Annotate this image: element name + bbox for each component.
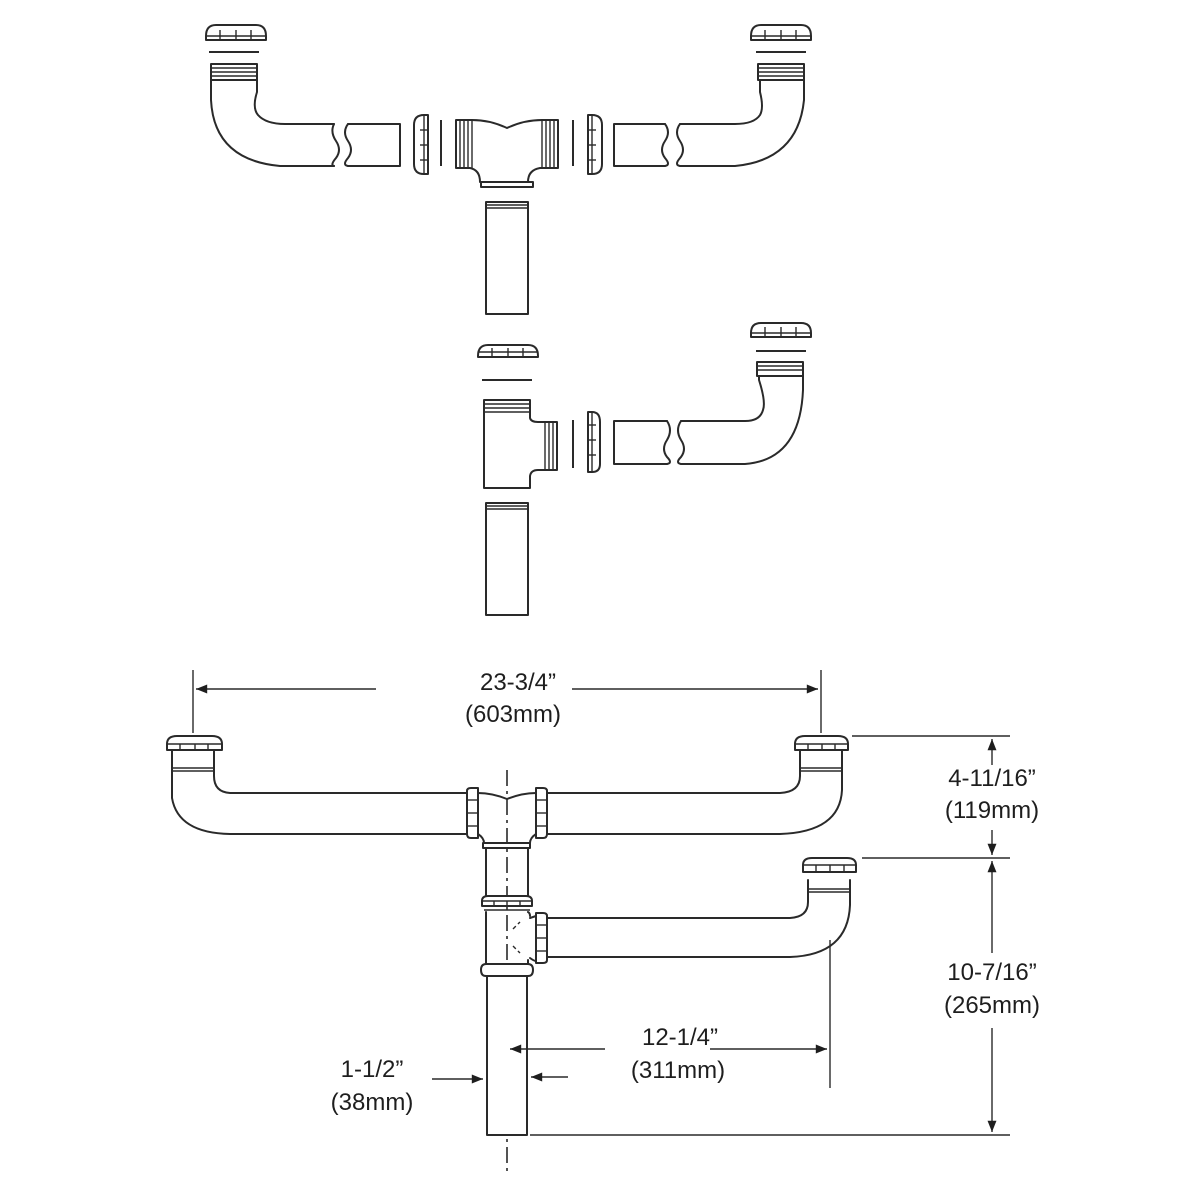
dim-upper-drop-metric: (119mm) xyxy=(945,797,1039,824)
slip-nut-outlet-top xyxy=(750,322,812,338)
slip-nut-right-side xyxy=(587,114,603,175)
exploded-double-tee-view xyxy=(205,24,812,315)
slip-nut-tee-top xyxy=(477,344,539,358)
dim-lower-drop-imperial: 10-7/16” xyxy=(947,959,1036,986)
dim-pipe-diameter-metric: (38mm) xyxy=(331,1089,414,1116)
assembled-center-tee xyxy=(466,787,548,849)
dim-overall-width-metric: (603mm) xyxy=(465,701,561,728)
dimension-overall-width: 23-3/4” (603mm) xyxy=(192,669,822,733)
slip-nut-right-top xyxy=(750,24,812,41)
slip-nut-outlet xyxy=(587,411,601,473)
dim-pipe-diameter-imperial: 1-1/2” xyxy=(341,1056,404,1083)
elbow-right xyxy=(613,63,805,167)
elbow-left xyxy=(210,63,401,167)
dimension-lower-drop: 10-7/16” (265mm) xyxy=(530,861,1040,1136)
tailpiece-extension-1 xyxy=(485,201,529,315)
assembled-stack xyxy=(480,847,534,1136)
dim-side-offset-imperial: 12-1/4” xyxy=(642,1024,718,1051)
slip-nut-left-top xyxy=(205,24,267,41)
exploded-end-outlet-view xyxy=(477,322,812,616)
assembled-view xyxy=(166,735,857,1175)
assembled-right-arm xyxy=(546,735,849,835)
slip-nut-left-side xyxy=(413,114,429,175)
side-outlet-tee xyxy=(483,399,558,489)
dimension-pipe-diameter: 1-1/2” (38mm) xyxy=(331,1056,568,1116)
assembled-outlet-arm xyxy=(529,857,857,964)
dimension-upper-drop: 4-11/16” (119mm) xyxy=(852,735,1039,859)
dim-upper-drop-imperial: 4-11/16” xyxy=(948,765,1036,792)
center-tee xyxy=(455,119,559,188)
dimension-side-offset: 12-1/4” (311mm) xyxy=(510,940,831,1088)
assembled-left-arm xyxy=(166,735,469,835)
tailpiece-extension-2 xyxy=(485,502,529,616)
dim-side-offset-metric: (311mm) xyxy=(631,1057,725,1084)
dim-overall-width-imperial: 23-3/4” xyxy=(480,669,556,696)
elbow-outlet xyxy=(613,361,804,465)
dim-lower-drop-metric: (265mm) xyxy=(944,992,1040,1019)
